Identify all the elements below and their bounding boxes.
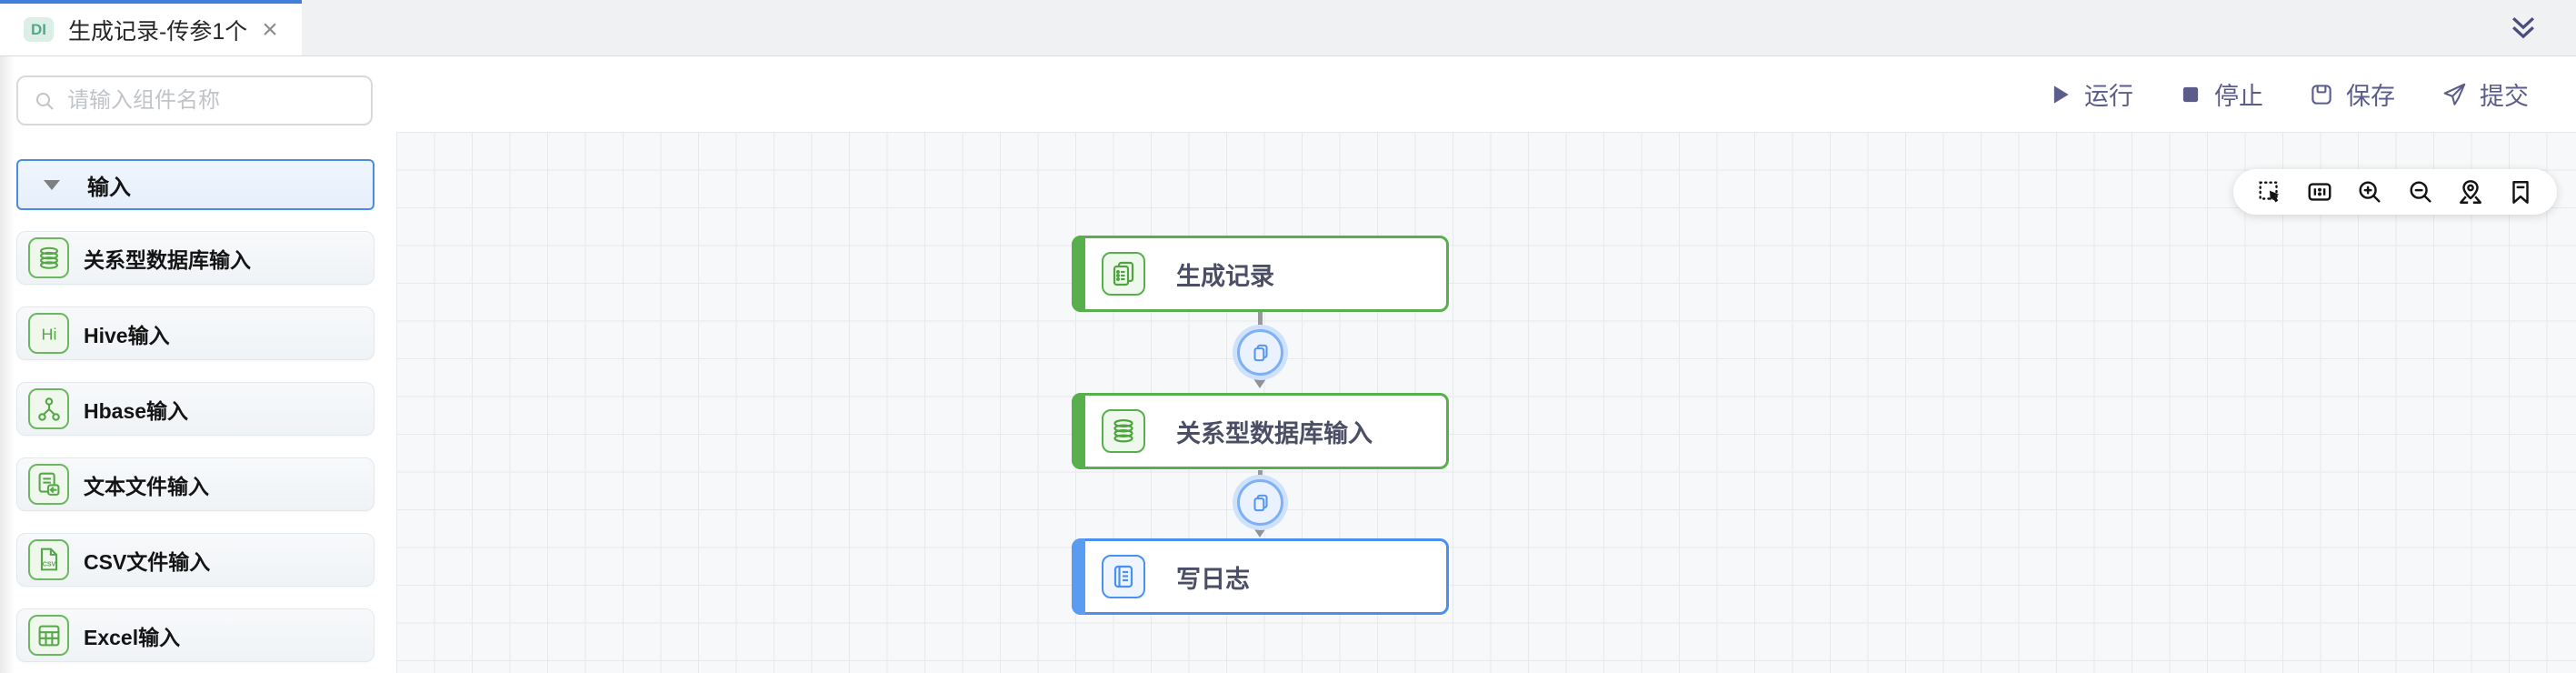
component-search-box[interactable] xyxy=(16,75,373,126)
generate-records-icon xyxy=(1102,252,1145,296)
run-button[interactable]: 运行 xyxy=(2047,76,2133,112)
play-icon xyxy=(2053,85,2069,104)
tab-bar: DI 生成记录-传参1个 × xyxy=(0,0,2576,56)
save-button-label: 保存 xyxy=(2346,83,2395,110)
section-label: 输入 xyxy=(87,175,131,200)
list-item-hbase-input[interactable]: Hbase输入 xyxy=(16,382,374,436)
stop-icon xyxy=(2182,86,2199,102)
list-item-text-file-input[interactable]: 文本文件输入 xyxy=(16,457,374,511)
content-row: 输入 关系型数据库输入 Hi xyxy=(0,56,2576,673)
node-write-log[interactable]: 写日志 xyxy=(1072,538,1449,615)
di-badge: DI xyxy=(24,17,54,42)
submit-button-label: 提交 xyxy=(2480,83,2529,110)
write-log-icon xyxy=(1102,555,1145,598)
marquee-select-icon[interactable] xyxy=(2256,178,2283,206)
database-icon xyxy=(28,237,69,278)
search-input[interactable] xyxy=(67,87,356,114)
chevron-down-icon xyxy=(44,179,60,190)
bookmark-icon[interactable] xyxy=(2507,178,2534,206)
list-item-csv-file-input[interactable]: CSV CSV文件输入 xyxy=(16,533,374,587)
tab-active[interactable]: DI 生成记录-传参1个 × xyxy=(0,0,302,55)
database-icon xyxy=(1102,409,1145,453)
save-button[interactable]: 保存 xyxy=(2309,76,2395,112)
component-sidebar: 输入 关系型数据库输入 Hi xyxy=(0,56,396,673)
tab-title: 生成记录-传参1个 xyxy=(68,18,248,45)
node-label: 关系型数据库输入 xyxy=(1176,419,1373,447)
stop-button-label: 停止 xyxy=(2214,83,2263,110)
tab-bar-right xyxy=(2505,0,2576,55)
excel-icon xyxy=(28,615,69,656)
node-status-bar xyxy=(1072,393,1085,469)
svg-text:CSV: CSV xyxy=(42,560,55,568)
list-item-label: 关系型数据库输入 xyxy=(84,247,251,272)
node-status-bar xyxy=(1072,236,1085,312)
hive-icon: Hi xyxy=(28,313,69,354)
list-item-label: 文本文件输入 xyxy=(84,474,209,498)
save-icon xyxy=(2311,84,2331,105)
node-generate-records[interactable]: 生成记录 xyxy=(1072,236,1449,312)
edge-handle-copy-icon[interactable] xyxy=(1237,329,1283,376)
list-item-excel-input[interactable]: Excel输入 xyxy=(16,608,374,662)
close-icon[interactable]: × xyxy=(262,14,278,45)
csv-file-icon: CSV xyxy=(28,539,69,580)
double-chevron-down-icon[interactable] xyxy=(2505,10,2541,46)
zoom-in-icon[interactable] xyxy=(2356,178,2383,206)
edge-handle-copy-icon[interactable] xyxy=(1237,479,1283,526)
hbase-icon xyxy=(28,388,69,429)
search-icon xyxy=(36,92,54,110)
node-relational-db-input[interactable]: 关系型数据库输入 xyxy=(1072,393,1449,469)
list-item-label: CSV文件输入 xyxy=(84,549,211,574)
section-header-input[interactable]: 输入 xyxy=(16,159,374,210)
flow-canvas[interactable]: 生成记录 关系型数据库输入 xyxy=(396,132,2576,673)
list-item-label: Excel输入 xyxy=(84,625,181,649)
list-item-label: Hbase输入 xyxy=(84,398,189,423)
submit-button[interactable]: 提交 xyxy=(2441,76,2529,112)
locate-icon[interactable] xyxy=(2457,178,2484,206)
list-item-hive-input[interactable]: Hi Hive输入 xyxy=(16,306,374,360)
svg-text:Hi: Hi xyxy=(41,325,56,343)
run-toolbar: 运行 停止 保存 xyxy=(396,56,2576,132)
submit-icon xyxy=(2443,83,2466,105)
stop-button[interactable]: 停止 xyxy=(2179,76,2263,112)
main-column: 运行 停止 保存 xyxy=(396,56,2576,673)
node-status-bar xyxy=(1072,538,1085,615)
text-file-icon xyxy=(28,464,69,505)
canvas-toolbar xyxy=(2233,169,2557,215)
run-button-label: 运行 xyxy=(2084,83,2133,110)
list-item-label: Hive输入 xyxy=(84,323,170,347)
node-label: 生成记录 xyxy=(1176,262,1274,290)
node-label: 写日志 xyxy=(1176,565,1250,593)
zoom-out-icon[interactable] xyxy=(2407,178,2434,206)
actual-size-icon[interactable] xyxy=(2306,178,2333,206)
list-item-relational-db-input[interactable]: 关系型数据库输入 xyxy=(16,231,374,285)
component-list: 关系型数据库输入 Hi Hive输入 xyxy=(16,231,396,662)
